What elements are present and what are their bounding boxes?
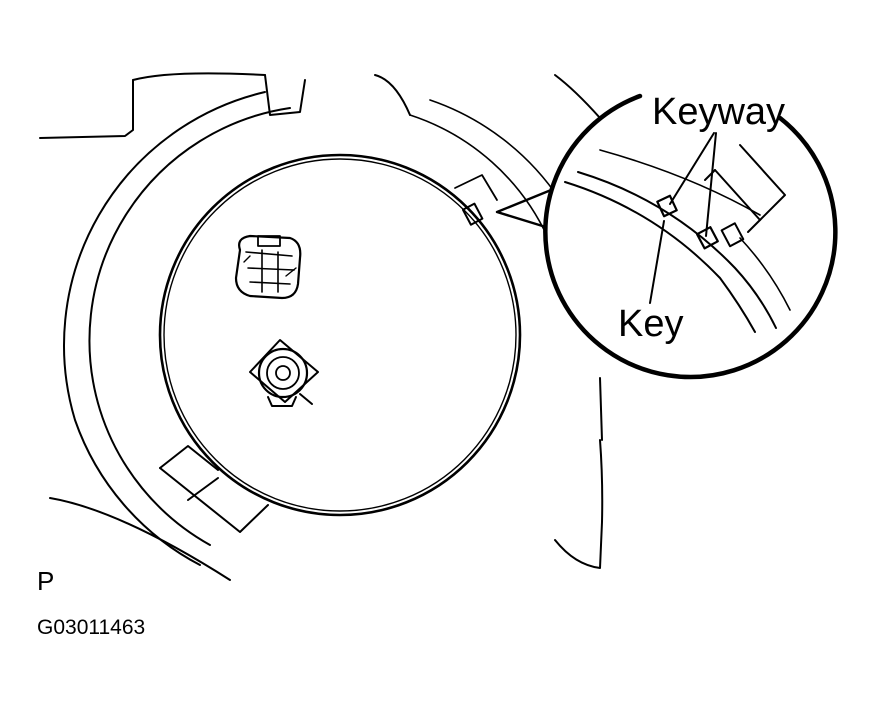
- callout-pointer: [495, 186, 558, 230]
- connector-icon: [234, 234, 302, 300]
- keyway-leaders: [669, 132, 717, 237]
- view-letter: P: [37, 566, 54, 596]
- bulb-socket-icon: [249, 339, 319, 407]
- main-keyway-notch: [454, 174, 498, 226]
- housing-outline: [39, 72, 604, 581]
- key-label: Key: [618, 303, 683, 345]
- keyway-label: Keyway: [652, 91, 785, 133]
- figure-code: G03011463: [37, 616, 145, 639]
- key-leader: [649, 220, 665, 304]
- bulb-flange: [158, 153, 522, 517]
- lower-mount-tab: [159, 445, 269, 533]
- outer-rings: [63, 91, 561, 566]
